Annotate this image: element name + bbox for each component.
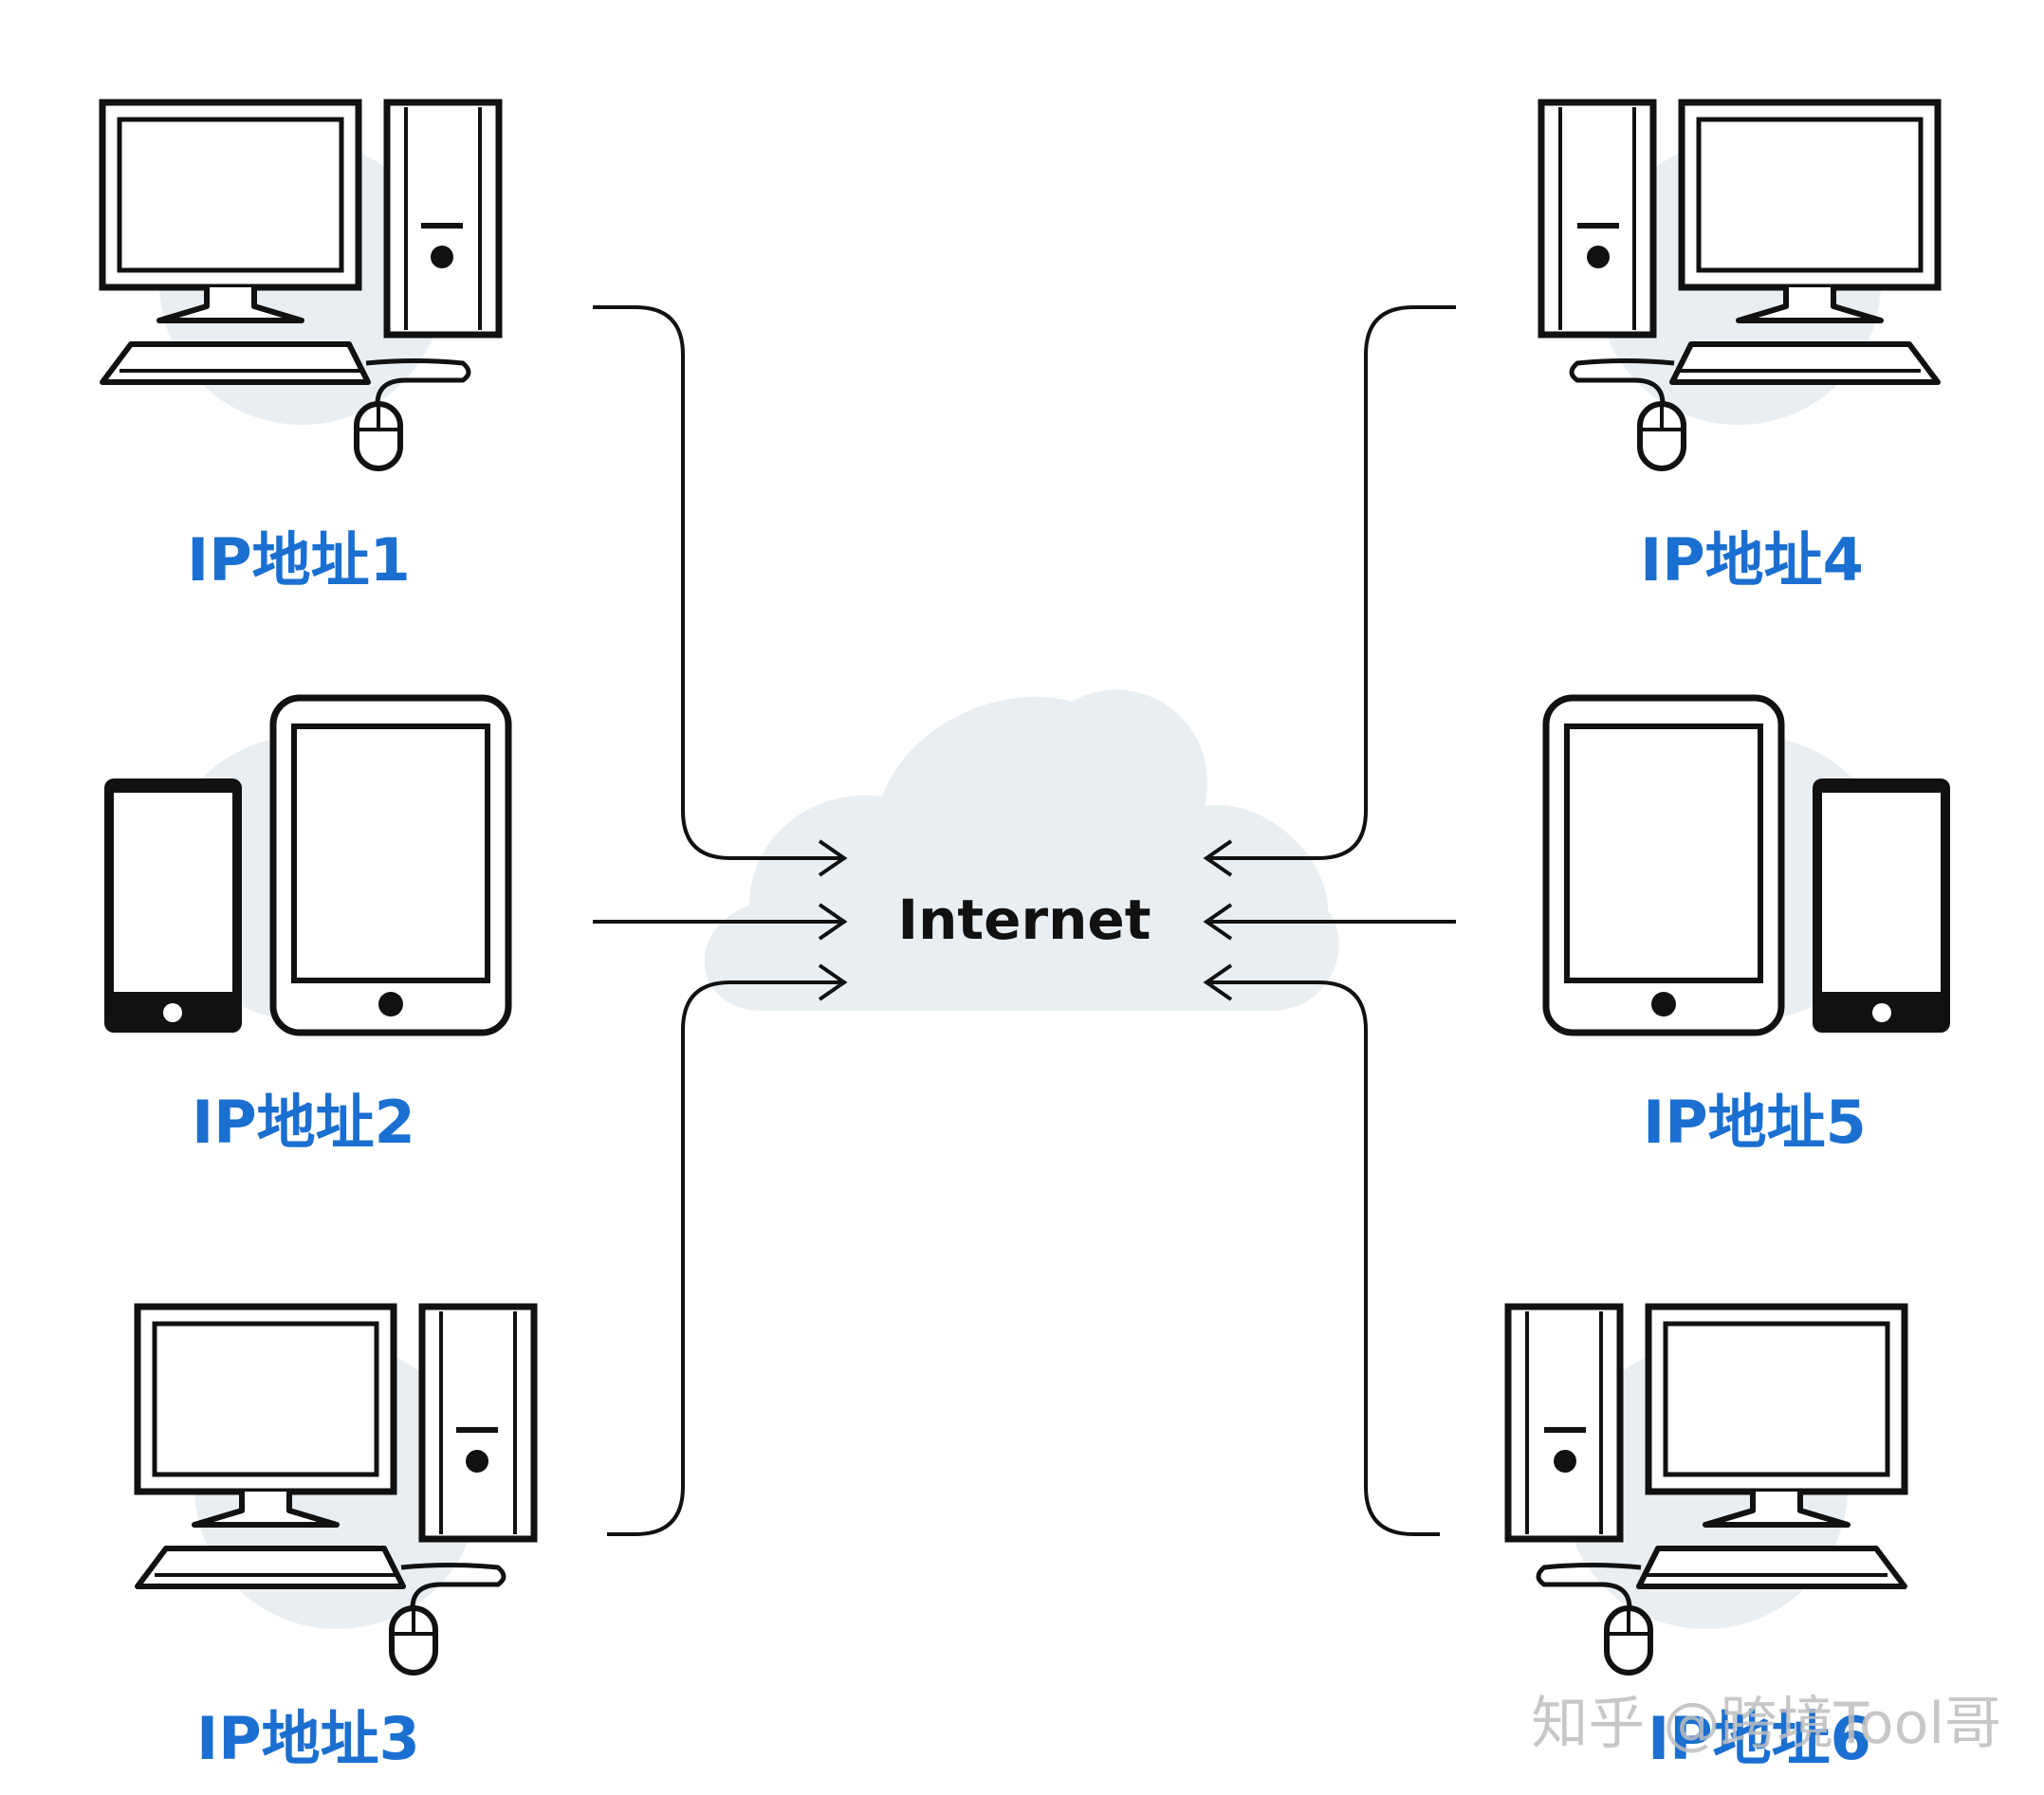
phone-tablet-icon (104, 698, 508, 1033)
device-label-mobile2: IP地址2 (192, 1088, 415, 1157)
desktop-computer-icon (1541, 102, 1938, 468)
connection-mobile2 (593, 903, 846, 941)
watermark: 知乎 @跨境Tool哥 (1531, 1691, 2001, 1757)
tablet-phone-icon (1546, 698, 1950, 1033)
desktop-computer-icon (102, 102, 499, 468)
connection-pc1 (593, 305, 846, 877)
connection-pc6 (1205, 963, 1440, 1536)
connection-pc3 (607, 963, 846, 1536)
device-label-pc3: IP地址3 (196, 1704, 420, 1773)
device-label-pc6: IP地址6 (1648, 1704, 1871, 1773)
desktop-computer-icon (138, 1307, 534, 1673)
connection-pc4 (1205, 305, 1456, 877)
device-label-pc1: IP地址1 (187, 525, 411, 595)
connection-mobile5 (1205, 903, 1456, 941)
desktop-computer-icon (1508, 1307, 1905, 1673)
internet-label: Internet (898, 888, 1151, 952)
device-pc1 (102, 102, 499, 468)
device-label-pc4: IP地址4 (1640, 525, 1864, 595)
device-pc3 (138, 1307, 534, 1673)
device-pc4 (1541, 102, 1938, 468)
device-pc6 (1508, 1307, 1905, 1673)
device-mobile2 (104, 698, 508, 1033)
internet-cloud: Internet (704, 689, 1339, 1011)
device-mobile5 (1546, 698, 1950, 1033)
device-label-mobile5: IP地址5 (1643, 1088, 1867, 1157)
